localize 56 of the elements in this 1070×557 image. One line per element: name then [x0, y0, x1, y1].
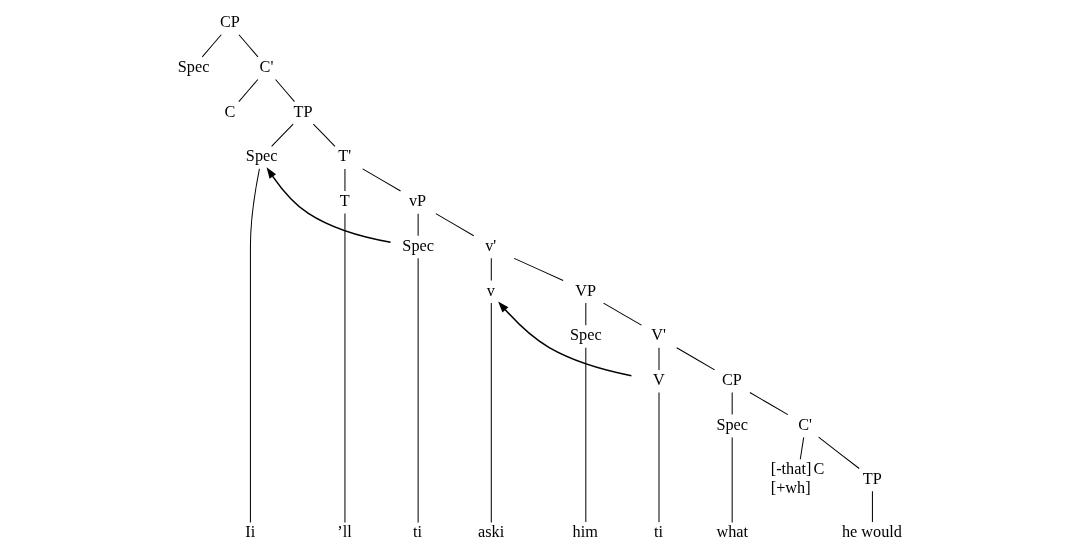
node-text: Spec [570, 326, 602, 345]
connector [238, 34, 259, 58]
node-text: C [224, 102, 236, 121]
node-text: TP [293, 102, 313, 121]
connector [312, 123, 336, 147]
arrow [266, 167, 392, 244]
node-label: [+wh] [770, 478, 811, 497]
node-text: V [652, 371, 665, 390]
node-text: ti [413, 523, 423, 542]
connector [249, 168, 260, 523]
connector [513, 257, 564, 281]
connector [799, 436, 805, 460]
node-text: VP [575, 281, 596, 300]
node-text: vP [408, 192, 427, 211]
node-text: V' [651, 326, 667, 345]
node-text: Spec [716, 415, 749, 434]
node-text: him [572, 523, 598, 542]
node-text: TP [862, 469, 882, 488]
node-label: [-that] [770, 460, 812, 479]
node-text: Spec [402, 236, 434, 255]
node-text: Ii [245, 523, 256, 542]
connector [435, 213, 475, 237]
connector [585, 302, 587, 326]
node-text: aski [478, 523, 505, 542]
connector [275, 78, 295, 103]
node-text: T' [338, 147, 352, 166]
node-text: CP [722, 371, 742, 390]
connector [749, 392, 789, 416]
connector [871, 490, 873, 523]
connector [731, 436, 733, 523]
connector [490, 302, 492, 523]
arrow [498, 301, 633, 377]
connector [676, 347, 716, 371]
node-text: C [813, 460, 825, 479]
node-text: C' [259, 57, 274, 76]
connector [585, 347, 587, 523]
connector [362, 168, 402, 192]
connector [344, 213, 346, 523]
node-text: Spec [245, 147, 278, 166]
node-text: ’ll [337, 523, 352, 542]
connector [201, 34, 222, 58]
node-text: T [339, 192, 350, 211]
node-text: ti [653, 523, 663, 542]
node-text: C' [798, 415, 813, 434]
connector [731, 392, 733, 416]
node-text: he would [841, 523, 902, 542]
node-text: v' [485, 236, 497, 255]
node-text: Spec [177, 57, 210, 76]
connector [490, 257, 492, 281]
connector [603, 302, 642, 326]
node-text: CP [219, 13, 240, 32]
node-text: what [716, 523, 749, 542]
connector [818, 436, 860, 469]
node-text: v [486, 281, 495, 300]
connector [271, 123, 294, 147]
connector [238, 78, 259, 103]
